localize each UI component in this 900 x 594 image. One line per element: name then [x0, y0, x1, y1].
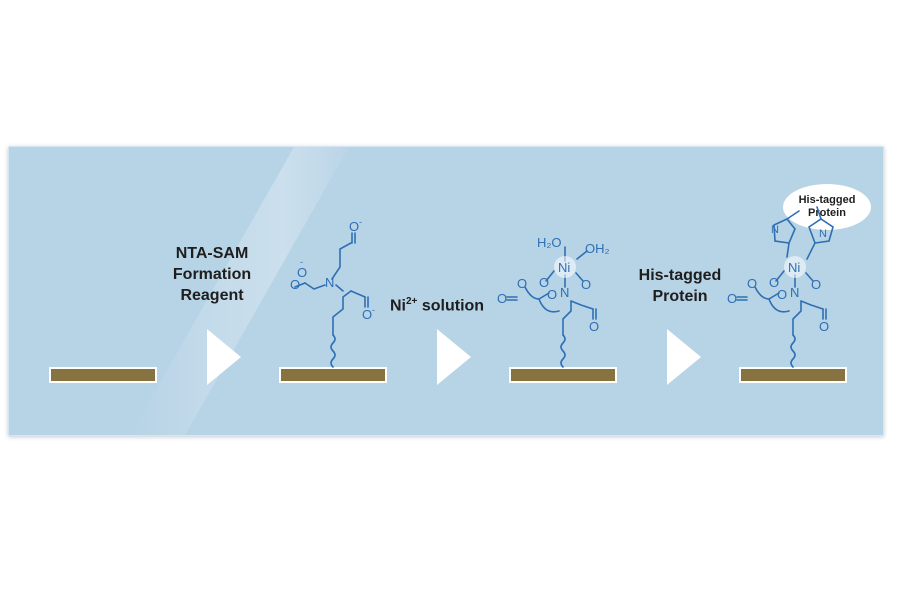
- step-label-his-tagged: His-tagged Protein: [625, 265, 735, 307]
- ni-o-b: O: [581, 277, 591, 292]
- ni-o-bond-2: [575, 272, 584, 282]
- nta-o4-charge: -: [372, 305, 375, 315]
- step-label-nta-sam: NTA-SAM Formation Reagent: [157, 243, 267, 306]
- imidazole-ring-left: [773, 218, 796, 244]
- ni-h2o-1: H₂O: [537, 235, 562, 250]
- step3-line2: Protein: [652, 288, 708, 305]
- nta-o2-charge: -: [359, 217, 362, 227]
- his-chain: [792, 300, 802, 336]
- ni-water-bond-2: [576, 250, 588, 260]
- ni-o-d: O: [547, 287, 557, 302]
- his-o-bond-2: [805, 272, 814, 282]
- nta-n: N: [325, 275, 334, 290]
- ni-h2o-2: OH₂: [585, 241, 610, 256]
- imidazole-ring-right: [808, 218, 834, 244]
- step1-line1: NTA-SAM: [175, 245, 249, 262]
- his-n-bond-1: [786, 242, 790, 258]
- his-o-e: O: [727, 291, 737, 306]
- nta-o2: O: [297, 265, 307, 280]
- diagram-panel: NTA-SAM Formation Reagent Ni2+ solution …: [8, 146, 884, 436]
- nta-arm-left: [304, 282, 326, 290]
- step3-line1: His-tagged: [638, 267, 722, 284]
- nta-o4: O: [362, 307, 372, 322]
- step1-line3: Reagent: [180, 287, 244, 304]
- ni-co-left: [506, 296, 518, 301]
- his-o-bond-1: [775, 270, 785, 282]
- his-co-right: [822, 308, 827, 320]
- ni-prefix: Ni: [390, 297, 406, 315]
- arrow-step-1: [207, 329, 241, 385]
- ni-o-bond-1: [545, 270, 555, 282]
- his-imid-n1: N: [771, 224, 779, 236]
- nta-n-bond: [335, 284, 344, 292]
- step-label-ni-solution: Ni2+ solution: [390, 291, 484, 316]
- gold-substrate-1: [49, 367, 157, 383]
- chemistry-structures: O - O O - N O - H₂O OH₂ Ni N O O O O O O…: [290, 206, 834, 368]
- ni-suffix: solution: [417, 297, 485, 315]
- his-ni-metal: Ni: [788, 260, 800, 275]
- linker-squiggle-1: [330, 334, 336, 368]
- his-ring-bottom: [768, 298, 790, 313]
- gold-substrate-2: [279, 367, 387, 383]
- nta-chain: [332, 290, 352, 336]
- ni-n: N: [560, 285, 569, 300]
- ni-superscript: 2+: [406, 296, 418, 307]
- his-ring-right: [800, 300, 824, 310]
- bubble-line1: His-tagged: [798, 194, 856, 206]
- linker-squiggle-2: [560, 334, 566, 368]
- nta-arm-right: [350, 290, 366, 298]
- ni-o-f: O: [589, 319, 599, 334]
- nta-o3: O: [349, 219, 359, 234]
- his-co-left: [736, 296, 748, 301]
- his-n-bond-2: [806, 242, 816, 260]
- ni-metal: Ni: [558, 260, 570, 275]
- nta-o1-charge: -: [300, 257, 303, 267]
- his-o-a: O: [769, 275, 779, 290]
- arrow-step-3: [667, 329, 701, 385]
- his-imid-n2: N: [819, 228, 827, 240]
- his-ni-halo: [784, 256, 806, 278]
- step1-line2: Formation: [172, 266, 252, 283]
- nta-co-top: [351, 232, 356, 244]
- ni-chain: [562, 300, 572, 336]
- gold-substrate-3: [509, 367, 617, 383]
- nta-arm-top: [331, 242, 352, 280]
- ni-halo: [554, 256, 576, 278]
- his-o-f: O: [819, 319, 829, 334]
- nta-o1: O: [290, 277, 300, 292]
- his-o-d: O: [777, 287, 787, 302]
- his-o-c: O: [747, 276, 757, 291]
- ni-o-e: O: [497, 291, 507, 306]
- nta-co-left: [294, 282, 306, 288]
- his-o-b: O: [811, 277, 821, 292]
- arrow-step-2: [437, 329, 471, 385]
- ni-o-a: O: [539, 275, 549, 290]
- ni-ring-right: [570, 300, 594, 310]
- gold-substrate-4: [739, 367, 847, 383]
- his-n: N: [790, 285, 799, 300]
- ni-co-right: [592, 308, 597, 320]
- ni-ring-bottom: [538, 298, 560, 313]
- ni-o-c: O: [517, 276, 527, 291]
- linker-squiggle-3: [790, 334, 796, 368]
- imidazole-links: [786, 206, 822, 220]
- nta-co-right: [364, 296, 369, 308]
